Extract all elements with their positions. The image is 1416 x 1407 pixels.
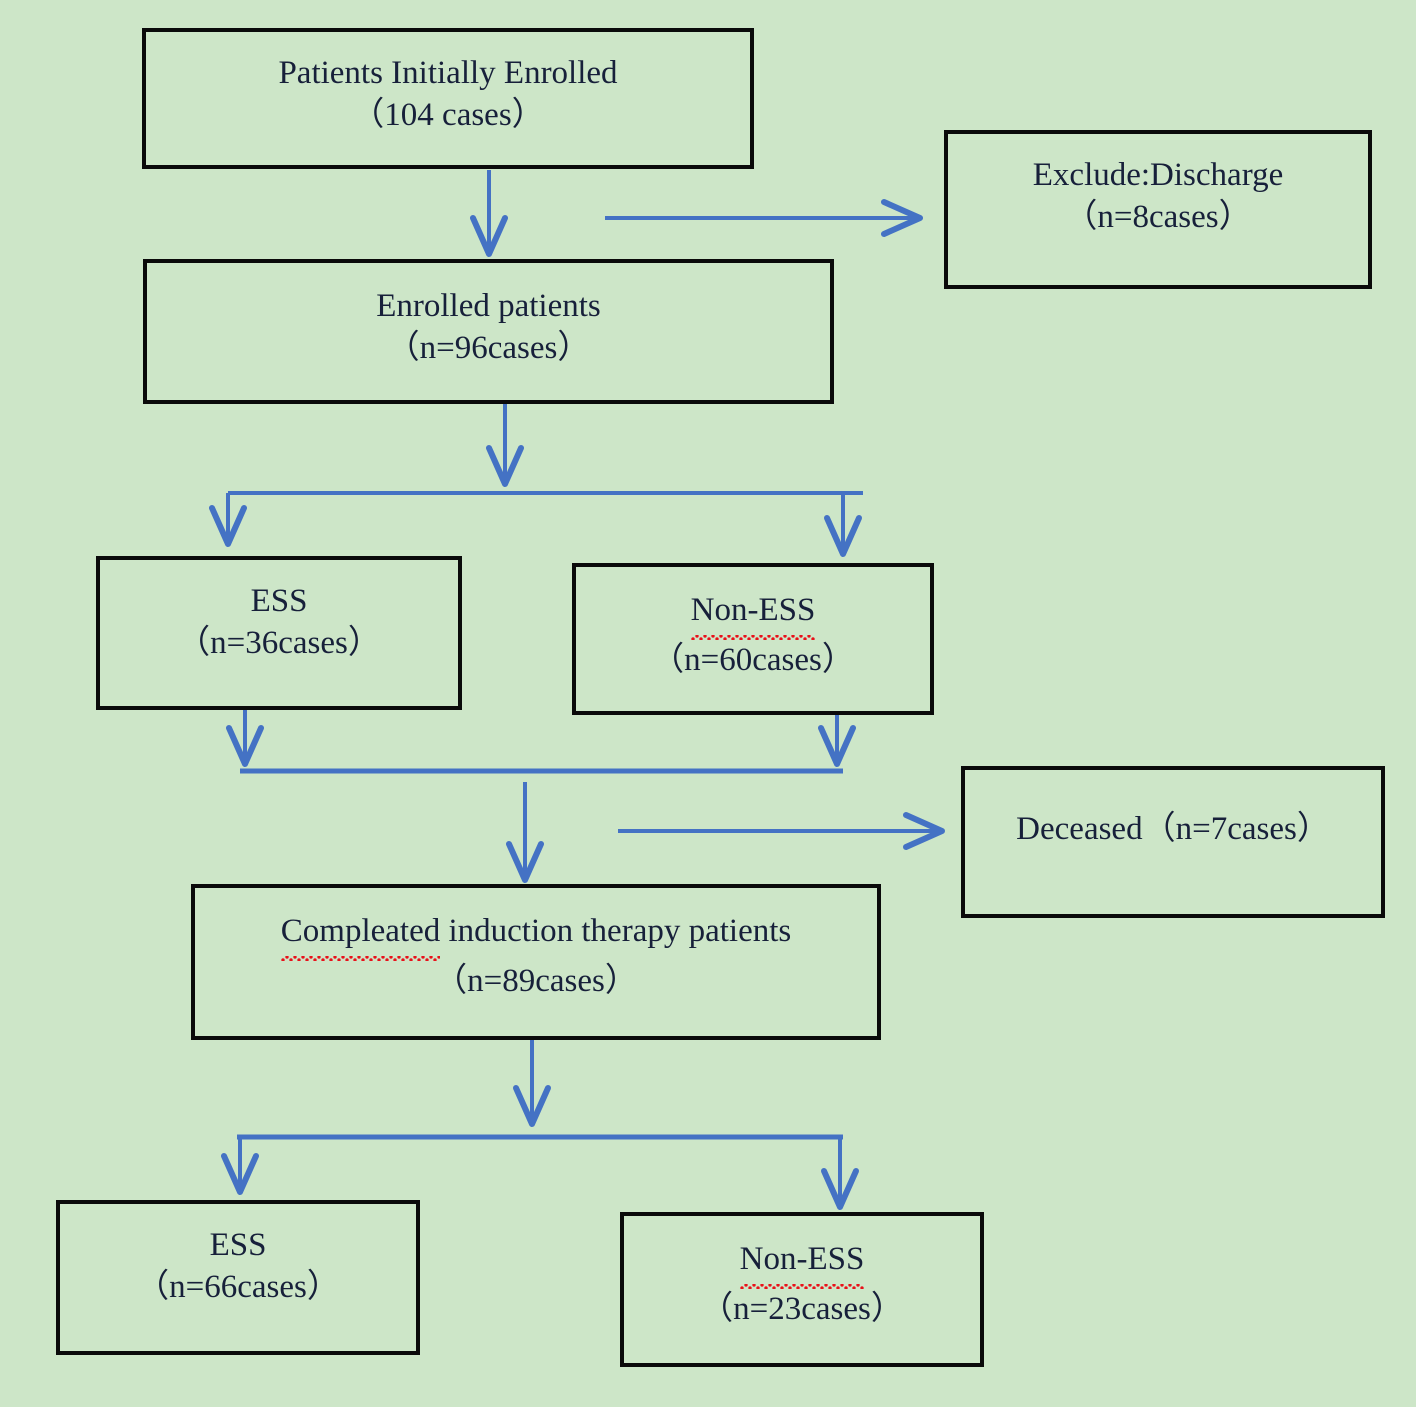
node-line-count: （n=89cases） [434,963,638,1000]
node-patients-initially-enrolled[interactable]: Patients Initially Enrolled （104 cases） [142,28,754,169]
node-line-count: （n=60cases） [651,642,855,679]
node-ess-bottom[interactable]: ESS （n=66cases） [56,1200,420,1355]
node-exclude-discharge[interactable]: Exclude:Discharge （n=8cases） [944,130,1372,289]
node-line-primary: Patients Initially Enrolled [278,55,618,91]
spellcheck-underline: Non-ESS [690,589,815,641]
node-line-primary: Compleated induction therapy patients [280,910,792,962]
node-ess-top[interactable]: ESS （n=36cases） [96,556,462,710]
node-deceased[interactable]: Deceased（n=7cases） [961,766,1385,918]
node-completed-induction-therapy[interactable]: Compleated induction therapy patients （n… [191,884,881,1040]
node-line-primary: Deceased（n=7cases） [1016,811,1330,847]
node-line-count: （n=36cases） [177,625,381,662]
node-line-primary: Enrolled patients [376,288,601,324]
node-line-count: （104 cases） [351,97,545,134]
spellcheck-underline: Non-ESS [739,1238,864,1290]
node-line-count: （n=66cases） [136,1269,340,1306]
node-line-primary: Non-ESS [739,1238,864,1290]
node-line-count: （n=23cases） [700,1291,904,1328]
node-line-primary: Non-ESS [690,589,815,641]
node-non-ess-top[interactable]: Non-ESS （n=60cases） [572,563,934,715]
node-line-primary: ESS [209,1227,267,1263]
node-line-primary: Exclude:Discharge [1032,157,1284,193]
node-line-count: （n=8cases） [1064,199,1252,236]
node-line-count: （n=96cases） [386,330,591,367]
node-enrolled-patients[interactable]: Enrolled patients （n=96cases） [143,259,834,404]
node-line-primary-rest: induction therapy patients [440,913,792,949]
spellcheck-underline: Compleated [280,910,441,962]
node-line-primary: ESS [250,583,308,619]
node-non-ess-bottom[interactable]: Non-ESS （n=23cases） [620,1212,984,1367]
